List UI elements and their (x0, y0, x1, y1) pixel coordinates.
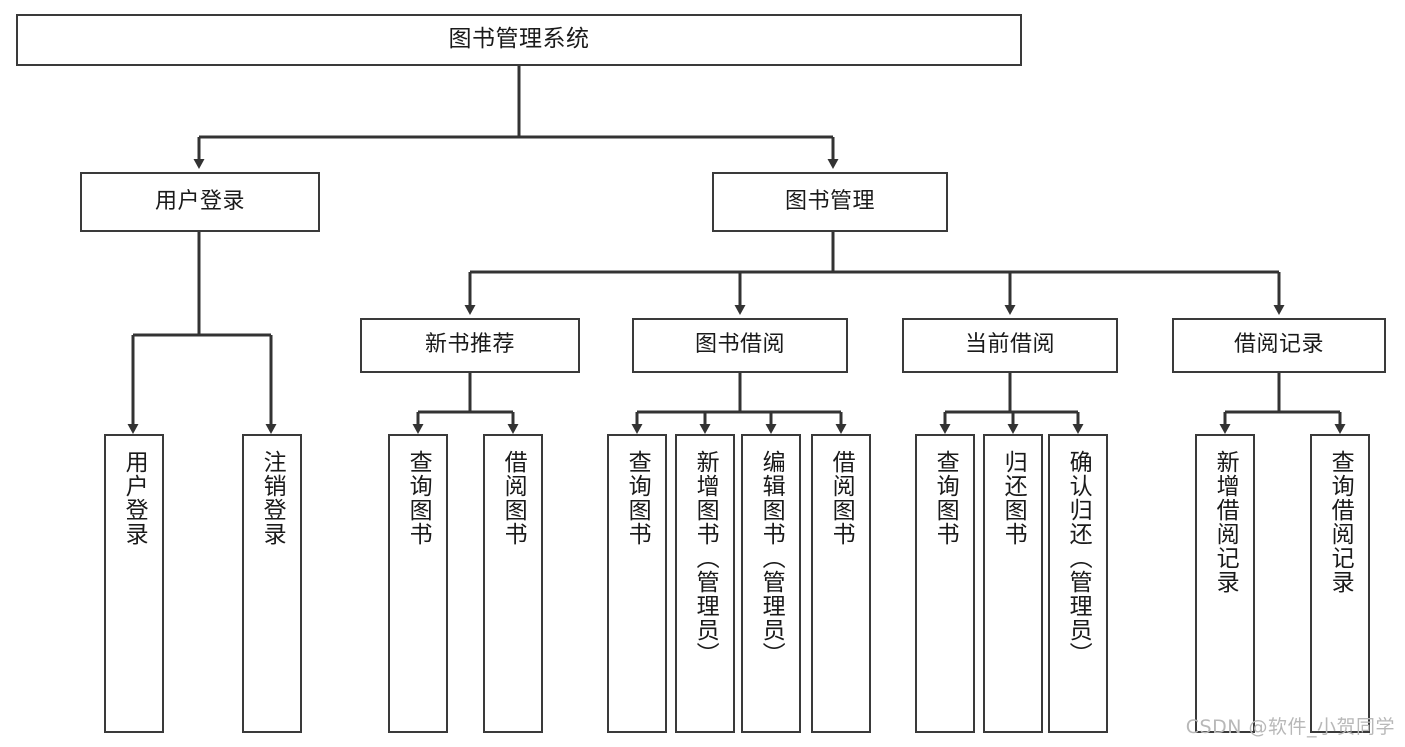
node-label: 归还图书 (1000, 450, 1027, 546)
node-leaf-borrow-add-book[interactable]: 新增图书（管理员） (675, 434, 735, 733)
node-new-book-recommend[interactable]: 新书推荐 (360, 318, 580, 373)
node-label: 用户登录 (121, 450, 148, 546)
watermark: CSDN @软件_小贺同学 (1185, 716, 1395, 738)
node-current-borrow[interactable]: 当前借阅 (902, 318, 1118, 373)
node-leaf-borrow-edit-book[interactable]: 编辑图书（管理员） (741, 434, 801, 733)
node-label: 借阅图书 (828, 450, 855, 546)
node-leaf-record-add[interactable]: 新增借阅记录 (1195, 434, 1255, 733)
node-label: 新书推荐 (424, 332, 515, 358)
node-user-login[interactable]: 用户登录 (80, 172, 320, 232)
node-label: 用户登录 (154, 188, 245, 214)
node-label: 图书管理 (784, 188, 875, 214)
node-leaf-newbook-borrow[interactable]: 借阅图书 (483, 434, 543, 733)
node-label: 编辑图书（管理员） (758, 450, 785, 666)
node-label: 查询借阅记录 (1327, 450, 1354, 594)
node-leaf-newbook-query[interactable]: 查询图书 (388, 434, 448, 733)
node-root-system[interactable]: 图书管理系统 (16, 14, 1022, 66)
node-book-management[interactable]: 图书管理 (712, 172, 948, 232)
node-leaf-current-query[interactable]: 查询图书 (915, 434, 975, 733)
node-book-borrow[interactable]: 图书借阅 (632, 318, 848, 373)
node-label: 注销登录 (259, 450, 286, 546)
node-label: 确认归还（管理员） (1065, 450, 1092, 666)
node-leaf-borrow-borrow-book[interactable]: 借阅图书 (811, 434, 871, 733)
node-leaf-user-login[interactable]: 用户登录 (104, 434, 164, 733)
node-leaf-borrow-query[interactable]: 查询图书 (607, 434, 667, 733)
node-label: 查询图书 (932, 450, 959, 546)
node-borrow-record[interactable]: 借阅记录 (1172, 318, 1386, 373)
node-label: 查询图书 (405, 450, 432, 546)
node-label: 图书借阅 (694, 332, 785, 358)
node-label: 借阅记录 (1233, 332, 1324, 358)
node-label: 借阅图书 (500, 450, 527, 546)
node-leaf-record-query[interactable]: 查询借阅记录 (1310, 434, 1370, 733)
node-leaf-current-confirm-return[interactable]: 确认归还（管理员） (1048, 434, 1108, 733)
node-label: 新增图书（管理员） (692, 450, 719, 666)
node-leaf-user-logout[interactable]: 注销登录 (242, 434, 302, 733)
node-label: 查询图书 (624, 450, 651, 546)
node-label: 新增借阅记录 (1212, 450, 1239, 594)
node-label: 图书管理系统 (448, 26, 590, 53)
node-leaf-current-return[interactable]: 归还图书 (983, 434, 1043, 733)
node-label: 当前借阅 (964, 332, 1055, 358)
